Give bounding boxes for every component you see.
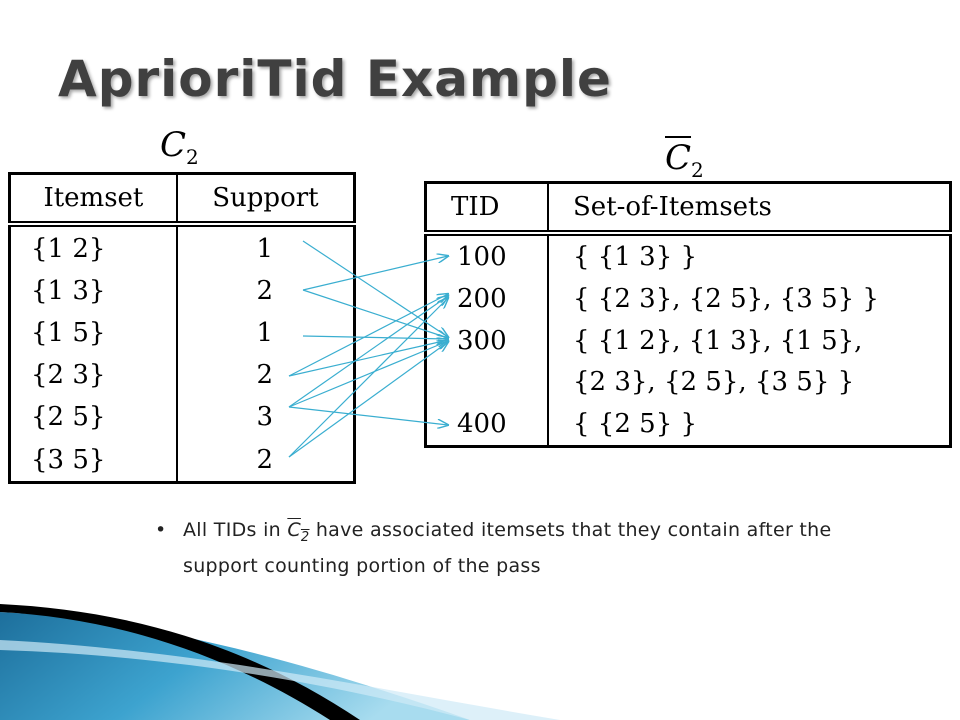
support-cell: 1 (256, 233, 273, 264)
arrow-12-to-300 (302, 240, 448, 337)
itemsets-cell: { {2 5} } (573, 408, 698, 439)
table-row: {2 3} 2 (9, 354, 355, 397)
itemset-cell: {3 5} (9, 438, 178, 483)
arrow-35-to-200 (288, 298, 448, 458)
itemset-cell: {1 2} (9, 224, 178, 271)
table-row: {1 2} 1 (9, 224, 355, 271)
itemsets-cell: {2 3}, {2 5}, {3 5} } (573, 367, 855, 398)
table-row: {1 3} 2 (9, 270, 355, 313)
support-cell: 2 (256, 276, 273, 307)
arrow-23-to-300 (288, 340, 448, 377)
set-of-itemsets-header: Set-of-Itemsets (548, 182, 951, 236)
bullet-text: All TIDs in C2 have associated itemsets … (183, 519, 832, 577)
bullet-point: • All TIDs in C2 have associated itemset… (155, 516, 855, 580)
support-cell: 2 (256, 360, 273, 391)
c2-table-label: C2 (160, 125, 199, 169)
itemsets-cell: { {1 2}, {1 3}, {1 5}, (573, 325, 863, 356)
bullet-dot-icon: • (155, 519, 167, 541)
slide-title: AprioriTid Example (58, 50, 612, 108)
tid-cell: 400 (425, 402, 549, 447)
support-cell: 2 (256, 444, 273, 475)
table-row: {2 3}, {2 5}, {3 5} } (425, 361, 951, 403)
table-row: 300 { {1 2}, {1 3}, {1 5}, (425, 320, 951, 362)
itemset-cell: {2 3} (9, 354, 178, 397)
support-header: Support (176, 173, 355, 227)
arrow-25-to-400 (288, 406, 448, 425)
support-cell: 1 (256, 318, 273, 349)
itemset-cell: {1 3} (9, 270, 178, 313)
arrow-23-to-200 (288, 294, 448, 377)
itemsets-cell: { {2 3}, {2 5}, {3 5} } (573, 284, 879, 315)
c2-bar-transaction-table: TID Set-of-Itemsets 100 { {1 3} } 200 { … (424, 181, 952, 448)
table-row: {3 5} 2 (9, 438, 355, 483)
arrow-35-to-300 (288, 342, 448, 458)
table-row: 200 { {2 3}, {2 5}, {3 5} } (425, 278, 951, 321)
table-row: {2 5} 3 (9, 396, 355, 439)
support-cell: 3 (256, 402, 273, 433)
itemset-cell: {1 5} (9, 312, 178, 355)
c2-candidate-table: Itemset Support {1 2} 1 {1 3} 2 {1 5} 1 … (8, 172, 356, 484)
itemset-header: Itemset (9, 173, 178, 227)
itemset-cell: {2 5} (9, 396, 178, 439)
arrow-25-to-300 (288, 341, 448, 408)
table-row: {1 5} 1 (9, 312, 355, 355)
table-header-row: TID Set-of-Itemsets (425, 182, 951, 236)
tid-header: TID (425, 182, 549, 236)
cbar-table-label: C2 (665, 138, 704, 182)
c2-bar-symbol: C2 (287, 519, 310, 545)
arrow-25-to-200 (288, 296, 448, 408)
arrow-13-to-100 (302, 256, 448, 291)
itemsets-cell: { {1 3} } (573, 242, 698, 273)
tid-cell (425, 361, 549, 403)
tid-cell: 300 (425, 320, 549, 362)
arrow-15-to-300 (302, 336, 448, 339)
table-row: 400 { {2 5} } (425, 402, 951, 447)
table-header-row: Itemset Support (9, 173, 355, 227)
arrow-13-to-300 (302, 289, 448, 338)
